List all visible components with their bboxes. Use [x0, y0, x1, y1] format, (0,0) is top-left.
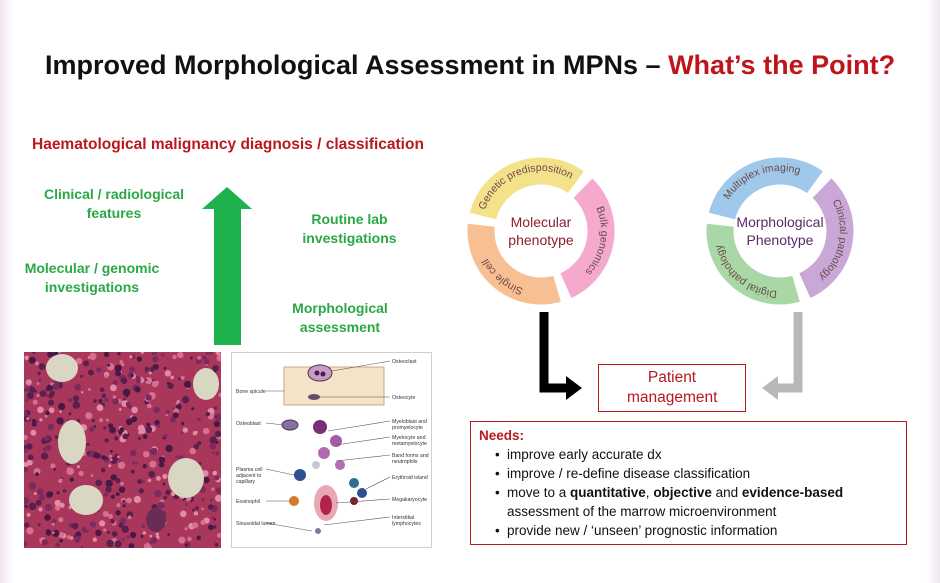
label-molecular: Molecular / genomic investigations [24, 260, 160, 295]
leader-line [265, 522, 313, 532]
diagram-label: Sinusoidal lumen [236, 521, 276, 527]
label-clinical: Clinical / radiological features [43, 186, 185, 221]
needs-item: improve / re-define disease classificati… [495, 464, 898, 483]
leader-line [323, 516, 391, 526]
diagram-label: Osteoblast [236, 421, 261, 427]
needs-item-text: move to a [507, 485, 571, 500]
up-arrow-icon [202, 187, 252, 345]
leader-line [335, 436, 391, 446]
leader-line [335, 498, 391, 504]
needs-item-text: quantitative [570, 485, 646, 500]
needs-item: move to a quantitative, objective and ev… [495, 483, 898, 521]
needs-item-text: improve early accurate dx [507, 447, 662, 462]
needs-item-text: evidence-based [741, 485, 844, 500]
leader-line [327, 420, 391, 432]
leader-line [265, 468, 295, 476]
marrow-histology-image [24, 352, 221, 548]
leader-line [365, 476, 391, 490]
black-arrow-icon [539, 312, 582, 400]
grey-arrow-icon [762, 312, 803, 400]
leader-line [265, 422, 285, 426]
ring-segment [466, 222, 563, 306]
diagram-label: Megakaryocyte [392, 497, 427, 503]
needs-box: Needs: improve early accurate dximprove … [470, 421, 907, 545]
patient-management-label: Patient management [627, 369, 718, 406]
patient-management-box: Patient management [598, 364, 746, 412]
ring-segment [707, 156, 825, 221]
needs-item-text: improve / re-define disease classificati… [507, 466, 751, 481]
ring-segment [798, 177, 855, 300]
leader-line [335, 454, 391, 462]
diagram-label: Osteoclast [392, 359, 417, 365]
diagram-label: Osteocyte [392, 395, 415, 401]
slide-title: Improved Morphological Assessment in MPN… [0, 50, 940, 81]
ring-segment [468, 156, 586, 221]
needs-item-text: provide new / ‘unseen’ prognostic inform… [507, 523, 778, 538]
needs-item-text: and [711, 485, 742, 500]
title-main: Improved Morphological Assessment in MPN… [44, 50, 669, 80]
needs-item: improve early accurate dx [495, 445, 898, 464]
needs-title: Needs: [479, 428, 525, 443]
ring-segment [559, 177, 616, 300]
diagram-label: Eosinophil [236, 499, 260, 505]
ring-segment [705, 222, 802, 306]
diagram-label: Erythroid island [392, 475, 428, 481]
diagram-label: Bone spicule [236, 389, 266, 395]
diagnosis-heading: Haematological malignancy diagnosis / cl… [32, 136, 424, 153]
needs-item-text: , [645, 485, 654, 500]
needs-item-text: objective [653, 485, 712, 500]
needs-item-text: assessment of the marrow microenvironmen… [507, 504, 777, 519]
label-routine: Routine lab investigations [302, 211, 397, 246]
needs-item: provide new / ‘unseen’ prognostic inform… [495, 521, 898, 540]
needs-list: improve early accurate dx improve / re-de… [479, 445, 898, 540]
label-morphological: Morphological assessment [292, 300, 388, 335]
leader-line [331, 360, 391, 372]
title-accent: What’s the Point? [668, 50, 896, 80]
